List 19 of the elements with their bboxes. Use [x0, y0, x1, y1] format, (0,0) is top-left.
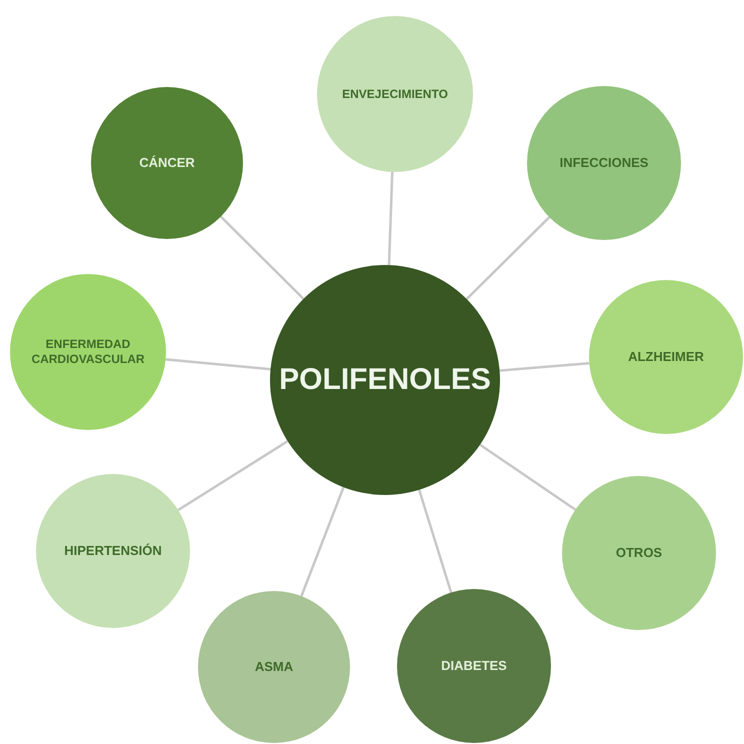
connector-line: [466, 216, 550, 300]
circle-label: HIPERTENSIÓN: [63, 542, 163, 560]
connector-line: [388, 172, 394, 266]
circle-label: ALZHEIMER: [627, 348, 705, 366]
circle-label: POLIFENOLES: [278, 362, 492, 398]
circle-label: DIABETES: [440, 658, 508, 674]
circle-label: OTROS: [614, 544, 664, 562]
circle-label: ENVEJECIMIENTO: [341, 86, 449, 102]
connector-line: [418, 489, 452, 593]
connector-line: [220, 216, 304, 300]
circle-label: INFECCIONES: [558, 154, 650, 172]
circle-label: ENFERMEDAD CARDIOVASCULAR: [30, 337, 146, 367]
connector-line: [479, 444, 576, 511]
circle-label: ASMA: [254, 658, 294, 676]
circle-label: CÁNCER: [138, 154, 196, 172]
connector-line: [166, 358, 271, 370]
connector-line: [300, 486, 345, 597]
connector-line: [500, 362, 590, 372]
connector-line: [178, 440, 288, 512]
